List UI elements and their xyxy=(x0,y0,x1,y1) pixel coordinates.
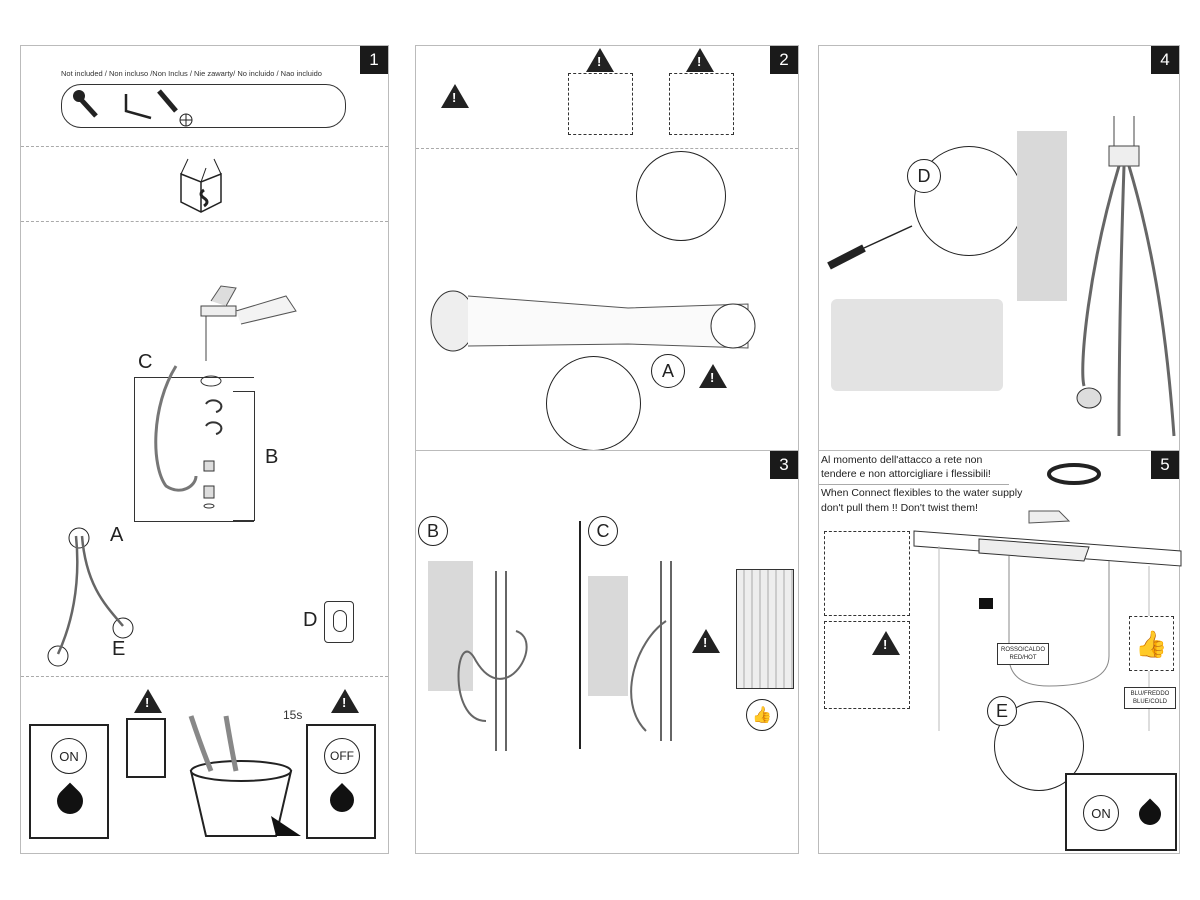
valve-on-box: ON xyxy=(29,724,109,839)
warning-icon xyxy=(331,689,359,713)
wall-shade xyxy=(1017,131,1067,301)
faucet-illustration xyxy=(200,285,297,361)
cold-label-en: BLUE/COLD xyxy=(1132,699,1167,705)
thumbs-up-box: 👍 xyxy=(1129,616,1174,671)
note-english-1: When Connect flexibles to the water supp… xyxy=(821,487,1023,499)
warning-icon xyxy=(686,48,714,72)
label-d: D xyxy=(303,609,318,631)
step-1-panel: 1 Not included / Non incluso /Non Inclus… xyxy=(20,45,389,854)
sink-counter xyxy=(913,510,1182,731)
bucket-illustration xyxy=(188,715,301,837)
label-b: B xyxy=(265,446,279,468)
tools-box xyxy=(61,84,346,128)
label-e: E xyxy=(112,638,126,660)
no-rotate-circle xyxy=(546,356,641,451)
step-number: 3 xyxy=(770,451,798,479)
step-number: 5 xyxy=(1151,451,1179,479)
water-drop-icon xyxy=(1134,798,1166,830)
label-d: D xyxy=(907,159,941,193)
faucet-underside xyxy=(1076,116,1176,437)
wall-shade xyxy=(428,561,473,691)
warning-icon xyxy=(699,364,727,388)
note-divider xyxy=(819,484,1009,485)
wall-shade xyxy=(588,576,628,696)
label-a: A xyxy=(651,354,685,388)
flexible-hoses xyxy=(47,527,134,667)
on-badge: ON xyxy=(51,738,87,774)
note-italian-2: tendere e non attorcigliare i flessibili… xyxy=(821,468,991,480)
step-3-panel: 3 B C 👍 xyxy=(415,450,799,854)
under-sink-hose-b xyxy=(457,571,528,751)
valve-on-box: ON xyxy=(1065,773,1177,851)
hot-label-en: RED/HOT xyxy=(1009,655,1037,661)
label-e: E xyxy=(987,696,1017,726)
warning-icon xyxy=(692,629,720,653)
wrench-box xyxy=(126,718,166,778)
hand-shower xyxy=(430,290,756,352)
black-square xyxy=(979,598,993,609)
hot-label-it: ROSSO/CALDO xyxy=(1000,647,1045,653)
rotate-icon xyxy=(1047,463,1101,485)
parts-bracket xyxy=(134,377,254,522)
no-pull-box xyxy=(568,73,633,135)
step-2-panel: 2 A xyxy=(415,45,799,451)
off-badge: OFF xyxy=(324,738,360,774)
step-5-panel: 5 Al momento dell'attacco a rete non ten… xyxy=(818,450,1182,854)
hose-and-parts xyxy=(154,365,223,509)
under-sink-hose-c xyxy=(630,561,672,741)
label-c: C xyxy=(138,351,153,373)
note-english-2: don't pull them !! Don't twist them! xyxy=(821,502,978,514)
label-b: B xyxy=(418,516,448,546)
divider xyxy=(579,521,581,749)
label-c: C xyxy=(588,516,618,546)
label-a: A xyxy=(110,524,124,546)
screwdriver-icon xyxy=(827,225,913,270)
no-twist-box xyxy=(669,73,734,135)
detail-circle xyxy=(636,151,726,241)
warning-icon xyxy=(134,689,162,713)
step-4-panel: 4 D xyxy=(818,45,1180,451)
warning-icon xyxy=(441,84,469,108)
part-d-cover xyxy=(324,601,354,643)
valve-off-box: OFF xyxy=(306,724,376,839)
no-pull-box xyxy=(824,531,910,616)
parts-bracket-right xyxy=(233,391,255,521)
note-italian-1: Al momento dell'attacco a rete non xyxy=(821,454,983,466)
hot-label: ROSSO/CALDO RED/HOT xyxy=(997,643,1049,665)
step-number: 1 xyxy=(360,46,388,74)
box-icon xyxy=(180,158,222,213)
tools-icons xyxy=(73,89,193,127)
no-water-icon xyxy=(325,783,359,817)
timer-label: 15s xyxy=(283,708,303,722)
not-included-text: Not included / Non incluso /Non Inclus /… xyxy=(61,69,322,78)
on-badge: ON xyxy=(1083,795,1119,831)
warning-icon xyxy=(872,631,900,655)
thumbs-up-icon: 👍 xyxy=(746,699,778,731)
cold-label-it: BLU/FREDDO xyxy=(1130,691,1170,697)
cold-label: BLU/FREDDO BLUE/COLD xyxy=(1124,687,1176,709)
connector-detail xyxy=(736,569,794,689)
step-number: 2 xyxy=(770,46,798,74)
hose-weight-options xyxy=(831,299,1003,391)
step-number: 4 xyxy=(1151,46,1179,74)
water-drop-icon xyxy=(51,782,89,820)
warning-icon xyxy=(586,48,614,72)
